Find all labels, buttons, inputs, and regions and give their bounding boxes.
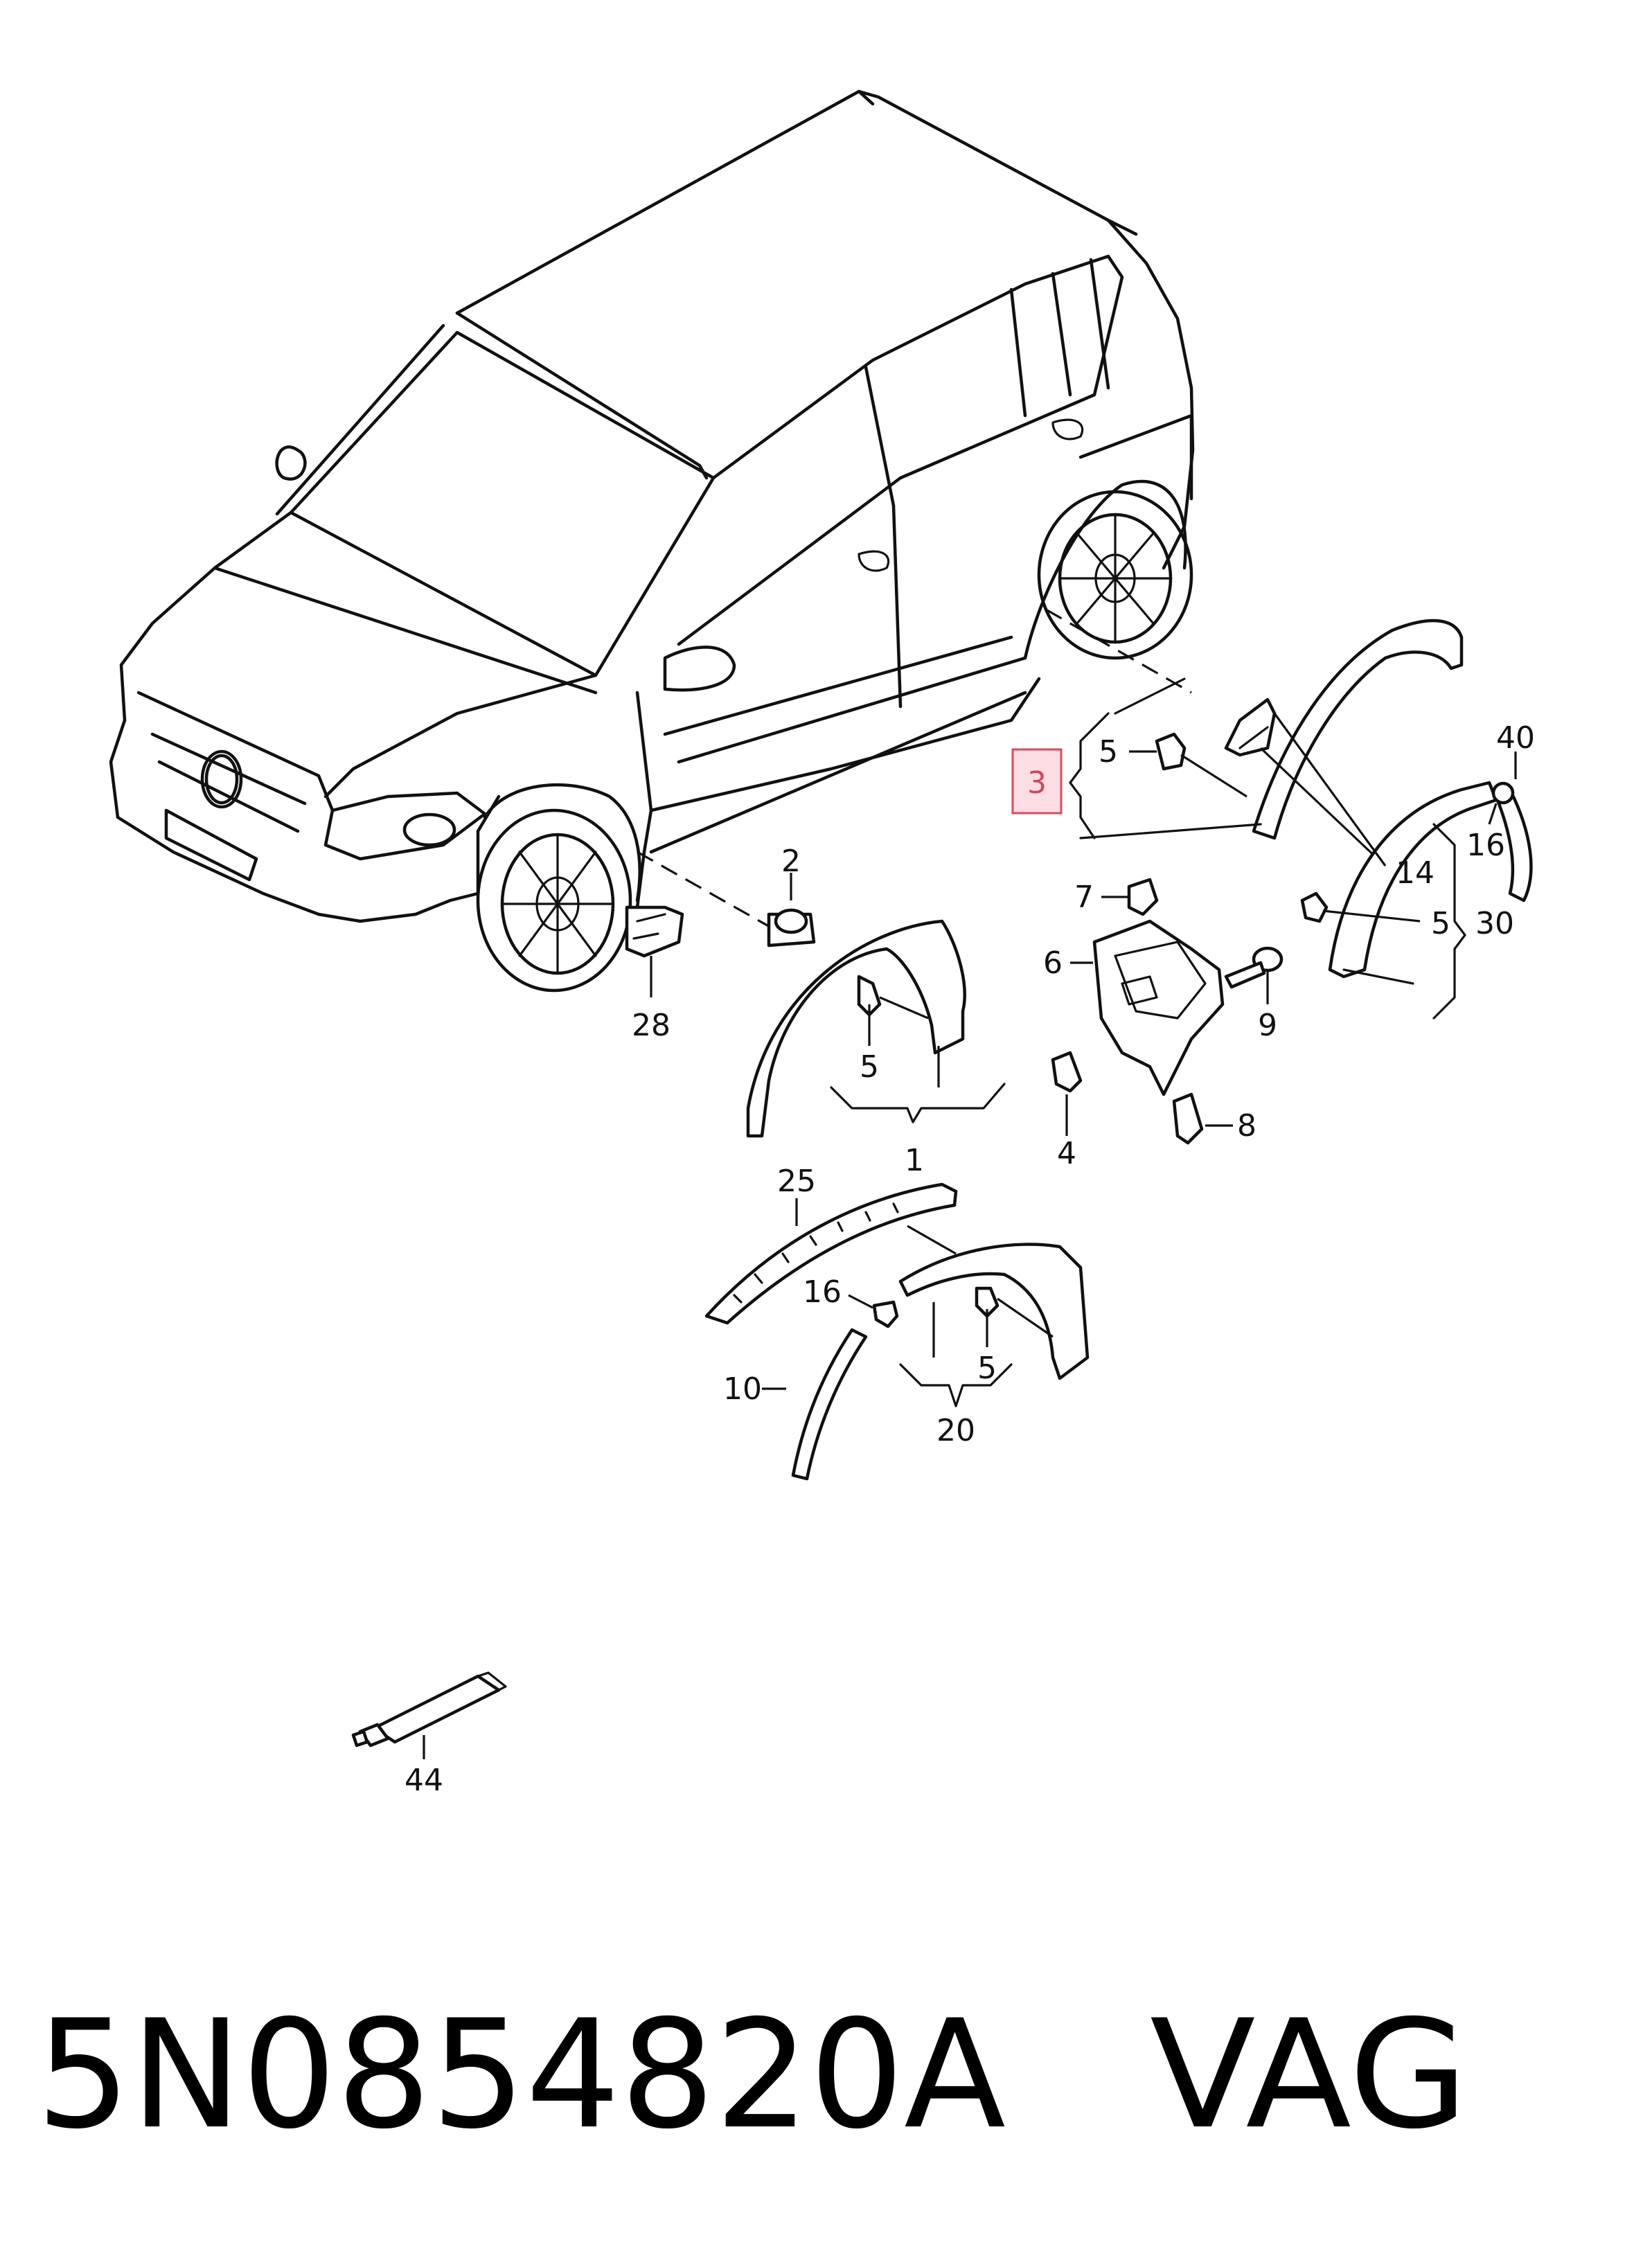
indicator-lines xyxy=(637,608,1192,943)
part-2-clip xyxy=(767,873,816,948)
part-14-bracket-leader xyxy=(1273,713,1387,866)
callout-7: 7 xyxy=(1074,880,1094,915)
callout-6: 6 xyxy=(1043,945,1063,981)
part-3-rear-wheel-arch-assembly xyxy=(1069,619,1464,874)
callout-40: 40 xyxy=(1496,720,1535,756)
callout-16-front: 16 xyxy=(803,1274,842,1310)
svg-text:3: 3 xyxy=(1027,765,1047,801)
part-number: 5N0854820A xyxy=(36,1988,1006,2162)
callout-30: 30 xyxy=(1475,906,1514,941)
part-16-screw-rear xyxy=(1488,781,1515,825)
callout-8: 8 xyxy=(1237,1108,1256,1144)
callout-25: 25 xyxy=(777,1164,816,1199)
callout-1: 1 xyxy=(905,1143,924,1178)
callout-2: 2 xyxy=(781,844,801,879)
part-9-bolt xyxy=(1224,946,1284,1004)
callout-3-highlight: 3 xyxy=(1011,748,1063,815)
callout-5-right: 5 xyxy=(1431,906,1450,941)
callout-16-rear: 16 xyxy=(1466,828,1505,863)
callout-44: 44 xyxy=(405,1763,443,1798)
callout-28: 28 xyxy=(632,1008,670,1043)
callout-labels: 1 2 4 5 5 5 5 6 7 8 9 10 14 16 16 20 25 … xyxy=(405,720,1535,1798)
part-20-rear-wheel-arch-trim xyxy=(898,1225,1090,1407)
callout-20: 20 xyxy=(936,1413,975,1448)
part-1-front-wheel-arch-trim xyxy=(746,919,1006,1138)
part-7-clip xyxy=(1101,878,1159,916)
brand-name: VAG xyxy=(1150,1988,1468,2162)
callout-14: 14 xyxy=(1396,855,1435,891)
vehicle-outline xyxy=(109,89,1195,993)
callout-5-upper: 5 xyxy=(1099,734,1118,770)
part-44-adhesive-tube xyxy=(351,1671,507,1759)
callout-9: 9 xyxy=(1258,1008,1277,1043)
callout-5-front: 5 xyxy=(860,1049,879,1085)
part-25-wheel-arch-seal xyxy=(704,1182,958,1325)
part-6-mud-flap-bracket xyxy=(1070,919,1225,1096)
callout-5-lower: 5 xyxy=(977,1351,997,1386)
part-30-rear-wheel-arch-trim xyxy=(1300,781,1498,1020)
part-28-front-splash-guard xyxy=(625,905,684,997)
callout-10: 10 xyxy=(723,1371,762,1407)
part-40-trim-strip xyxy=(1494,752,1533,903)
part-4-clip xyxy=(1051,1051,1083,1136)
callout-4: 4 xyxy=(1057,1136,1076,1171)
part-number-footer: 5N0854820A VAG xyxy=(36,1988,1468,2162)
part-8-clip xyxy=(1172,1092,1233,1145)
part-16-screw-front xyxy=(848,1294,899,1328)
part-10-trim-strip xyxy=(762,1328,868,1481)
